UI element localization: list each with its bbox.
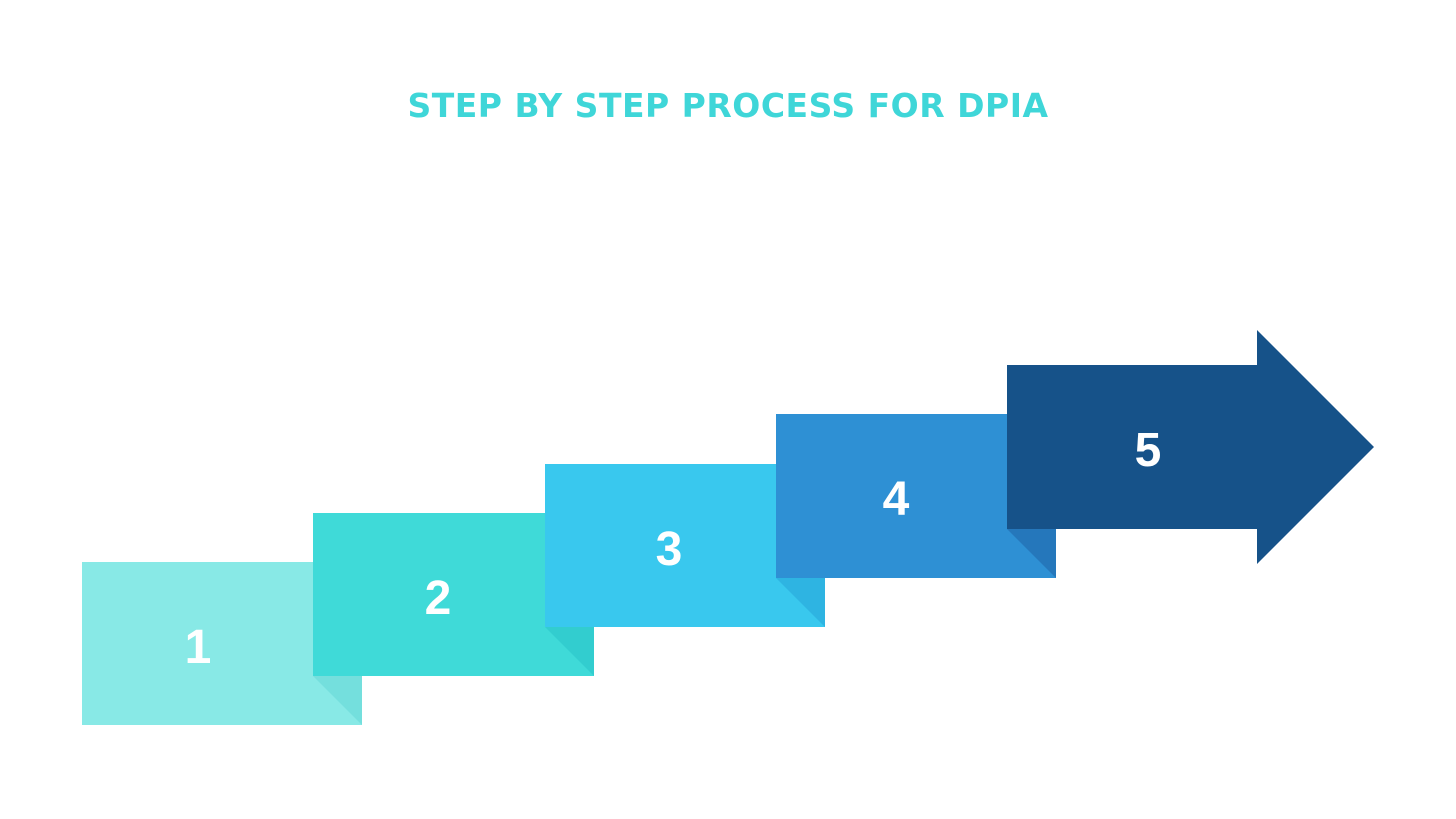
step-5-number: 5 — [1135, 424, 1162, 477]
step-1-number: 1 — [185, 621, 212, 674]
step-2-fold — [545, 627, 594, 676]
step-5: 5 — [1007, 330, 1374, 564]
step-3-number: 3 — [656, 523, 683, 576]
step-1-fold — [313, 676, 362, 725]
step-3-fold — [776, 578, 825, 627]
step-2-number: 2 — [425, 572, 452, 625]
step-5-arrow — [1007, 330, 1374, 564]
step-4-number: 4 — [883, 473, 910, 526]
diagram-title: STEP BY STEP PROCESS FOR DPIA — [407, 86, 1049, 125]
step-4-fold — [1007, 529, 1056, 578]
